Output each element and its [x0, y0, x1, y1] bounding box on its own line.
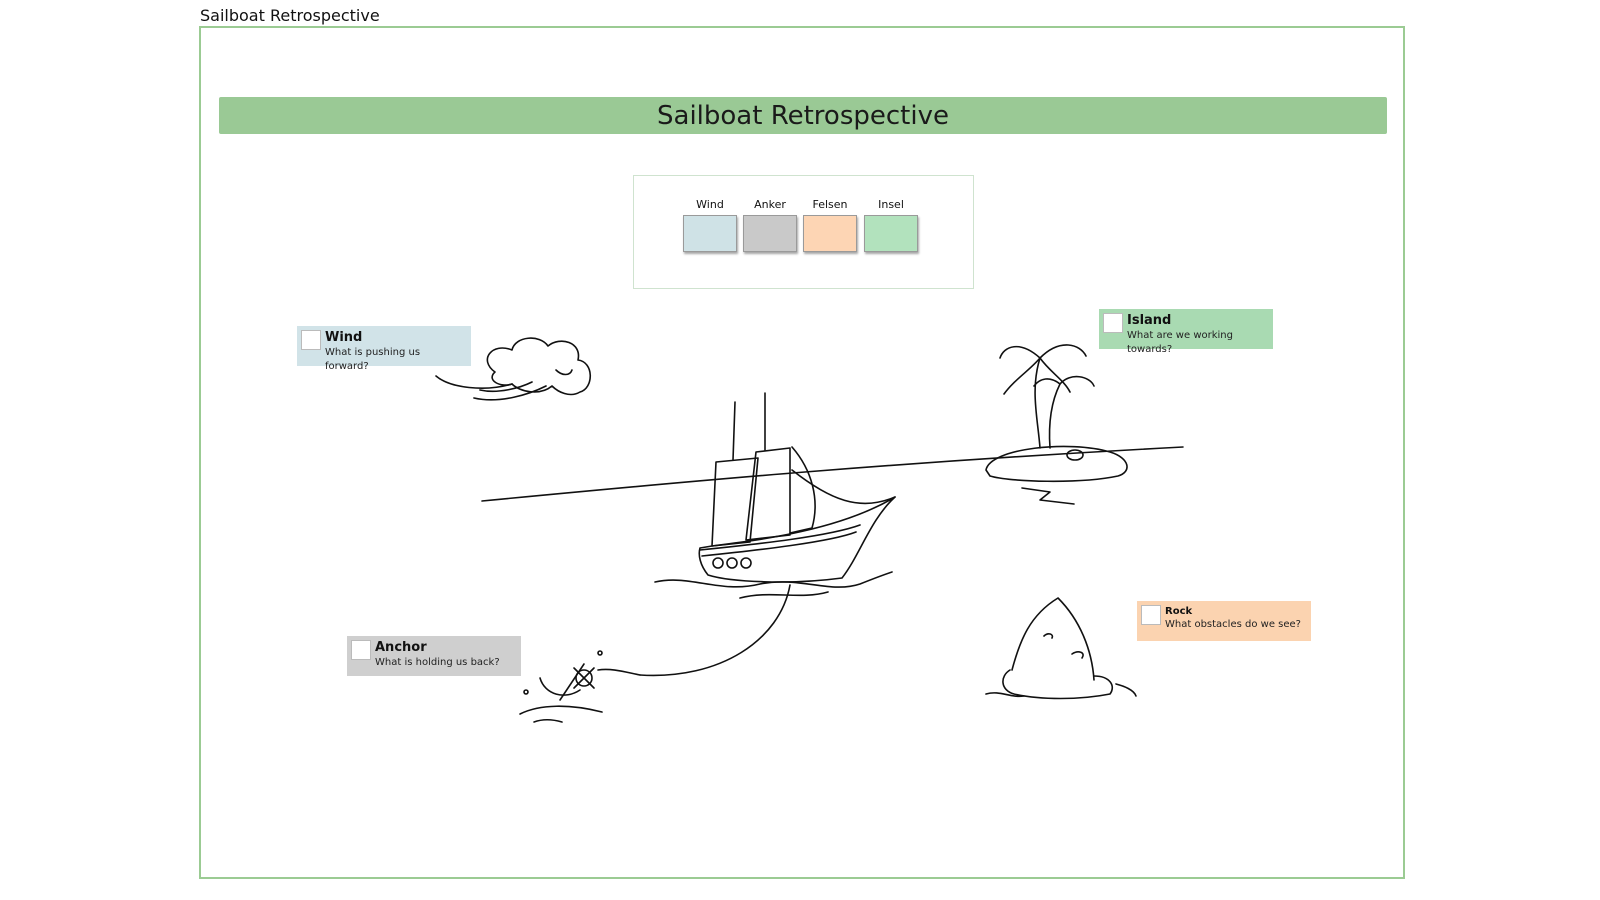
- boat-drawing: [639, 392, 896, 677]
- horizon-line: [481, 446, 1184, 502]
- island-note[interactable]: Island What are we working towards?: [1099, 309, 1273, 355]
- note-title: Island: [1127, 313, 1172, 328]
- note-title: Anchor: [375, 640, 427, 655]
- anchor-drawing: [519, 650, 641, 723]
- cloud-icon: [301, 330, 321, 350]
- anchor-icon: [351, 640, 371, 660]
- legend-swatch-wind[interactable]: [683, 215, 737, 252]
- frame-label[interactable]: Sailboat Retrospective: [200, 6, 380, 25]
- rock-icon: [1141, 605, 1161, 625]
- note-description: What obstacles do we see?: [1165, 619, 1301, 630]
- note-title: Rock: [1165, 606, 1193, 617]
- legend-swatch-insel[interactable]: [864, 215, 918, 252]
- board-title-banner[interactable]: Sailboat Retrospective: [219, 97, 1387, 134]
- board-frame[interactable]: [199, 26, 1405, 879]
- legend-item-wind[interactable]: Wind: [682, 198, 738, 252]
- anchor-note[interactable]: Anchor What is holding us back?: [347, 636, 521, 676]
- rock-drawing: [985, 597, 1137, 700]
- note-title: Wind: [325, 330, 363, 345]
- color-legend[interactable]: Wind Anker Felsen Insel: [633, 175, 974, 289]
- legend-item-anker[interactable]: Anker: [742, 198, 798, 252]
- legend-label: Felsen: [812, 198, 848, 211]
- island-drawing: [985, 344, 1128, 505]
- legend-label: Wind: [696, 198, 724, 211]
- rock-note[interactable]: Rock What obstacles do we see?: [1137, 601, 1311, 641]
- wind-note[interactable]: Wind What is pushing us forward?: [297, 326, 471, 372]
- legend-item-felsen[interactable]: Felsen: [802, 198, 858, 252]
- legend-swatch-felsen[interactable]: [803, 215, 857, 252]
- legend-label: Anker: [754, 198, 786, 211]
- legend-item-insel[interactable]: Insel: [863, 198, 919, 252]
- legend-label: Insel: [878, 198, 904, 211]
- palm-tree-icon: [1103, 313, 1123, 333]
- note-description: What are we working towards?: [1127, 330, 1233, 355]
- note-description: What is pushing us forward?: [325, 347, 421, 372]
- cloud-drawing: [435, 337, 592, 401]
- legend-swatch-anker[interactable]: [743, 215, 797, 252]
- note-description: What is holding us back?: [375, 657, 500, 668]
